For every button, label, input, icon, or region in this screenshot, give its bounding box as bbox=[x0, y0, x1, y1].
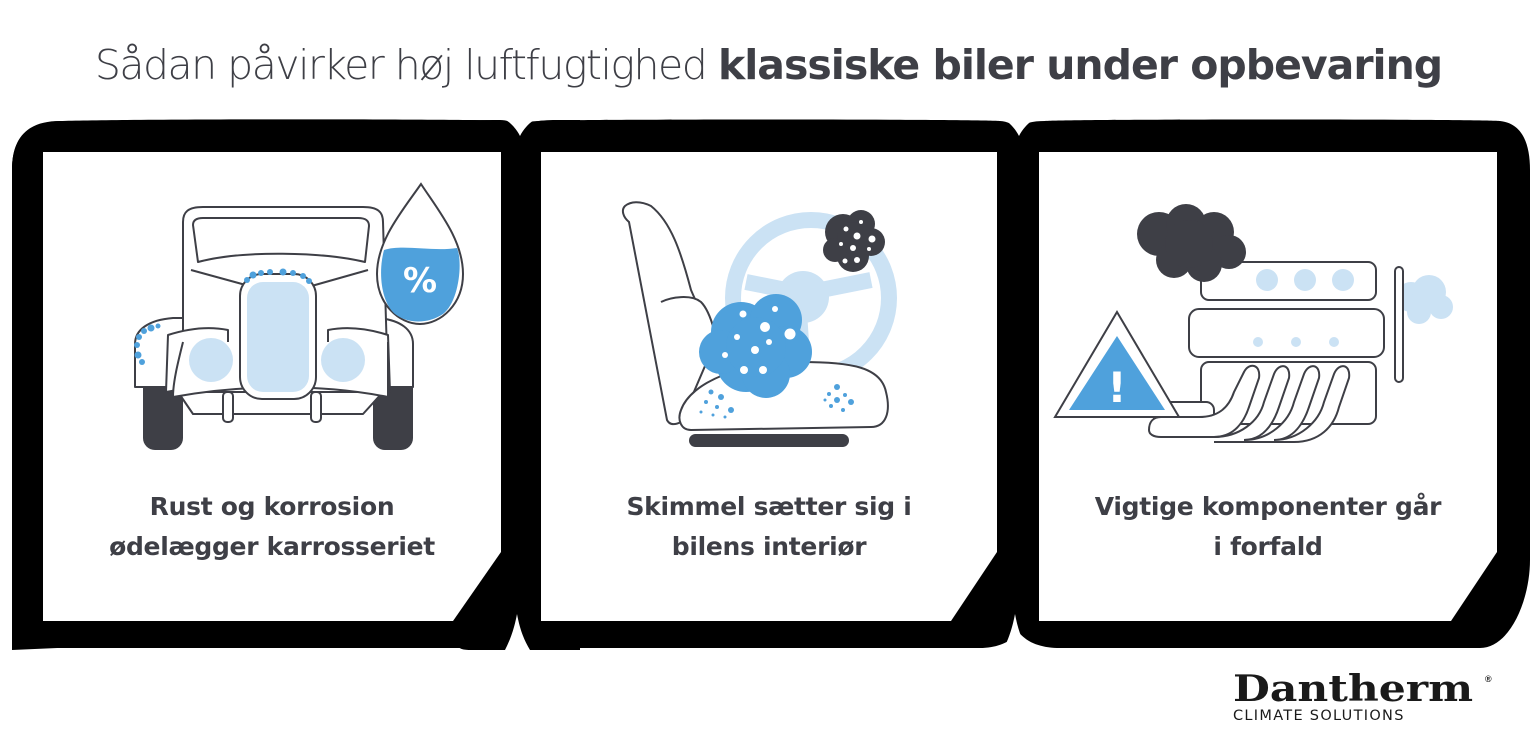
title-bold: klassiske biler under opbevaring bbox=[717, 41, 1443, 89]
caption-mold: Skimmel sætter sig i bilens interiør bbox=[541, 487, 997, 567]
car-seat-mold-icon bbox=[621, 201, 897, 447]
engine-warning-icon: ! bbox=[1053, 204, 1453, 443]
panel-mold: Skimmel sætter sig i bilens interiør bbox=[541, 152, 997, 621]
classic-car-rust-humidity-icon: % bbox=[134, 182, 465, 450]
dantherm-logo: Dantherm ® CLIMATE SOLUTIONS bbox=[1233, 668, 1493, 724]
percent-badge: % bbox=[403, 261, 437, 301]
logo-brand: Dantherm bbox=[1233, 668, 1474, 710]
caption-engine: Vigtige komponenter går i forfald bbox=[1039, 487, 1497, 567]
panel-engine: ! Vigtige komponenter går i forfald bbox=[1039, 152, 1497, 621]
caption-rust: Rust og korrosion ødelægger karrosseriet bbox=[43, 487, 501, 567]
caption-line-2: bilens interiør bbox=[671, 532, 867, 561]
caption-line-2: i forfald bbox=[1213, 532, 1323, 561]
panel-rust: % Rust og korrosion ødelægger karrosseri… bbox=[43, 152, 501, 621]
caption-line-2: ødelægger karrosseriet bbox=[109, 532, 435, 561]
caption-line-1: Vigtige komponenter går bbox=[1094, 492, 1442, 521]
registered-mark: ® bbox=[1485, 674, 1492, 684]
page-title: Sådan påvirker høj luftfugtighed klassis… bbox=[0, 40, 1537, 90]
title-light: Sådan påvirker høj luftfugtighed bbox=[94, 41, 708, 89]
caption-line-1: Rust og korrosion bbox=[149, 492, 395, 521]
logo-tagline: CLIMATE SOLUTIONS bbox=[1233, 708, 1405, 724]
caption-line-1: Skimmel sætter sig i bbox=[626, 492, 912, 521]
exclamation-badge: ! bbox=[1107, 363, 1126, 412]
